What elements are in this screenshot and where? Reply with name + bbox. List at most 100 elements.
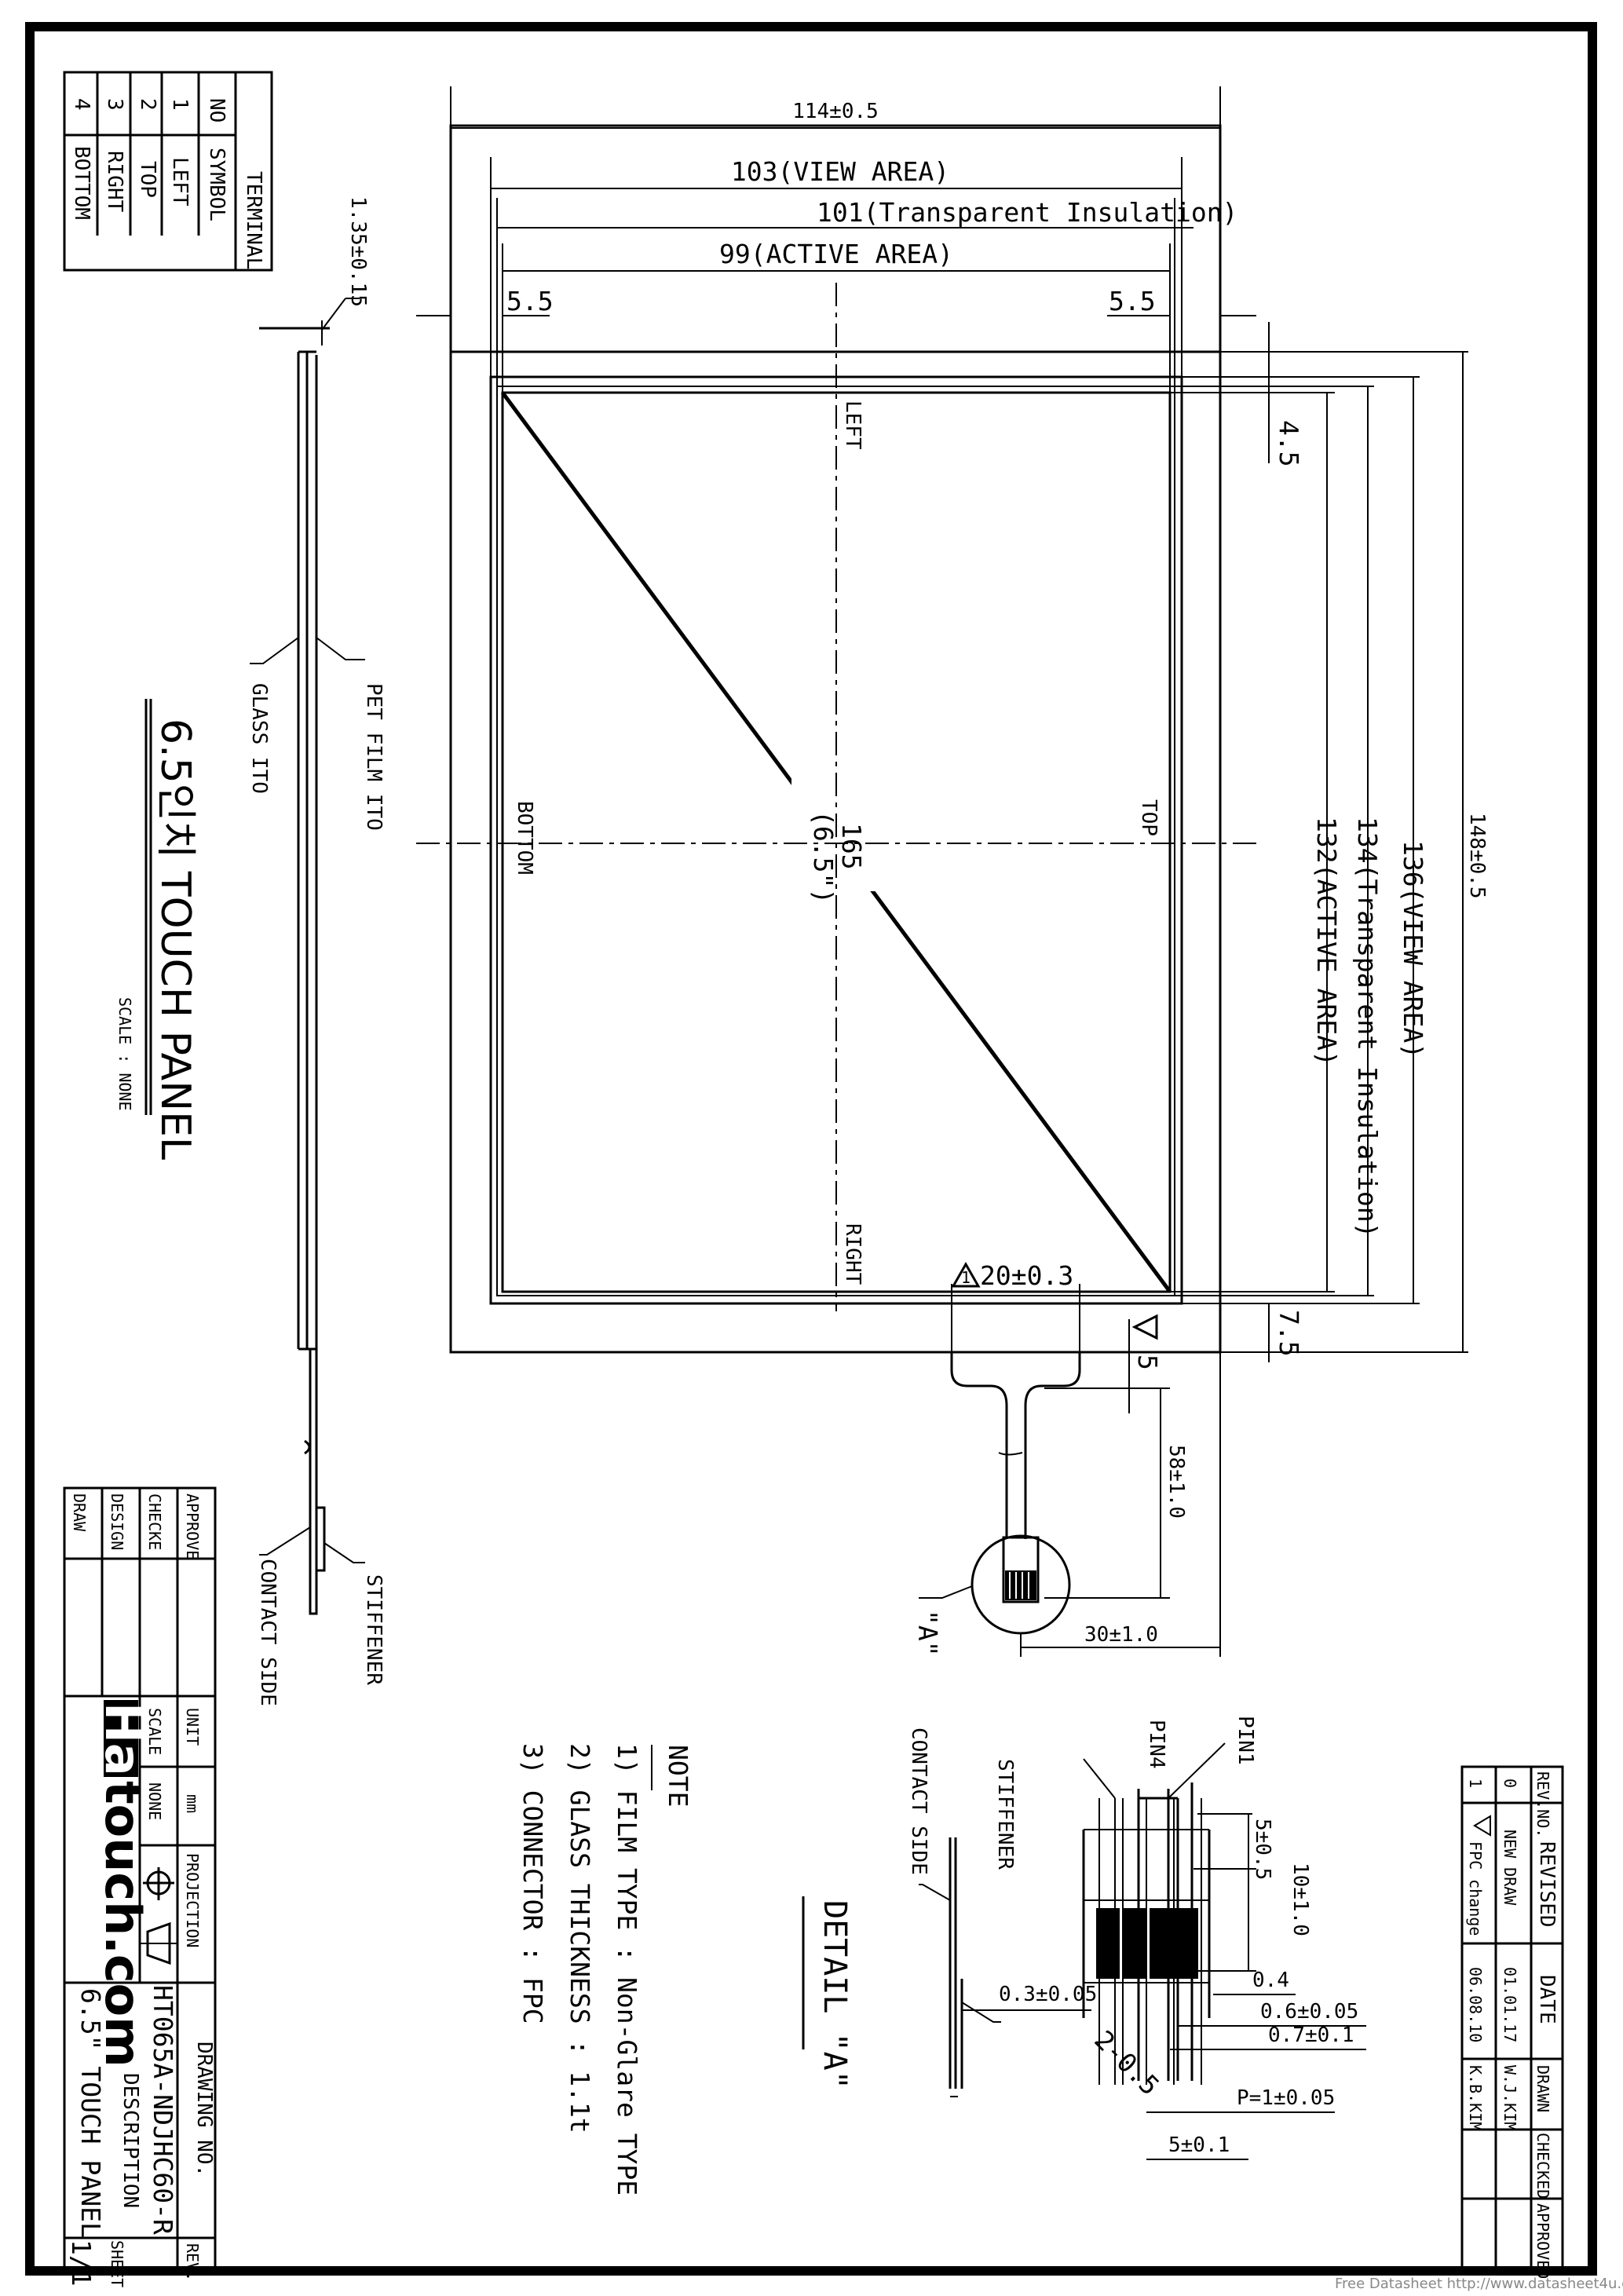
- detail-dim-07: 0.7±0.1: [1268, 2024, 1354, 2047]
- tb-rev-label: REV.: [183, 2243, 202, 2281]
- side-view: 1.35±0.15 PET FILM ITO GLASS ITO STIFFEN…: [247, 196, 386, 1706]
- orientation-top: TOP: [1137, 799, 1161, 836]
- dim-fpc-length: 58±1.0: [1164, 1445, 1188, 1519]
- dim-height-total: 148±0.5: [1465, 813, 1489, 899]
- drawing-frame: [25, 22, 1597, 2276]
- watermark: Free Datasheet http://www.datasheet4u.co…: [1335, 2276, 1623, 2292]
- terminal-header-symbol: SYMBOL: [205, 148, 228, 221]
- terminal-row-no: 4: [70, 98, 93, 111]
- dim-margin-right: 5.5: [1109, 286, 1156, 316]
- detail-contact-side-label: CONTACT SIDE: [907, 1727, 930, 1875]
- notes-item: 2) GLASS THICKNESS : 1.1t: [565, 1743, 595, 2133]
- drawing-title: 6.5인치 TOUCH PANEL: [152, 718, 199, 1160]
- terminal-row-symbol: RIGHT: [103, 151, 126, 213]
- terminal-row-no: 2: [136, 98, 159, 111]
- dim-margin-bottom: 7.5: [1274, 1310, 1304, 1357]
- dim-active-area-h: 132(ACTIVE AREA): [1311, 817, 1342, 1066]
- rev-header: DRAWN: [1533, 2065, 1552, 2112]
- title-scale: SCALE : NONE: [115, 997, 134, 1111]
- main-panel-view: 114±0.5 103(VIEW AREA) 101(Transparent I…: [416, 86, 1489, 1362]
- terminal-row-no: 3: [103, 98, 126, 111]
- tb-scale-value: NONE: [145, 1782, 164, 1820]
- rev-header: REVISED: [1535, 1841, 1559, 1928]
- terminal-row-symbol: LEFT: [168, 157, 192, 207]
- dim-diagonal: 165: [836, 823, 867, 870]
- detail-a: PIN1 PIN4 5±0.5 10±1.0 0.4 0.6±0.05 0.7±…: [802, 1716, 1366, 2160]
- logo-han-box: [104, 1700, 138, 1777]
- projection-icon: [140, 1867, 177, 1965]
- rev-header: APPROVED: [1533, 2203, 1552, 2279]
- rev-cell: FPC change: [1466, 1841, 1485, 1936]
- tb-checke: CHECKE: [145, 1493, 164, 1550]
- logo-touch: touch.com: [94, 1781, 152, 2067]
- rev-header: CHECKED: [1533, 2133, 1552, 2199]
- tb-sheet-label: SHEET: [108, 2240, 126, 2287]
- orientation-left: LEFT: [841, 400, 865, 450]
- tb-description-label: DESCRIPTION: [119, 2073, 142, 2208]
- orientation-bottom: BOTTOM: [513, 801, 536, 875]
- detail-dim-pitch: P=1±0.05: [1237, 2086, 1335, 2110]
- thickness-dim: 1.35±0.15: [346, 196, 370, 307]
- detail-dim-04: 0.4: [1252, 1969, 1289, 1992]
- rev-header: DATE: [1535, 1975, 1559, 2024]
- dim-fpc-offset: 30±1.0: [1084, 1623, 1158, 1647]
- dim-margin-left: 5.5: [506, 286, 554, 316]
- title-block: APPROVE CHECKE DESIGN DRAW UNIT SCALE mm…: [63, 1486, 217, 2287]
- detail-dim-10: 10±1.0: [1289, 1863, 1312, 1936]
- detail-stiffener-label: STIFFENER: [993, 1759, 1017, 1870]
- dim-margin-top: 4.5: [1274, 420, 1304, 467]
- revision-triangle-icon: [951, 1261, 981, 1288]
- dim-insulation-h: 134(Transparent Insulation): [1352, 817, 1383, 1238]
- terminal-title: TERMINAL: [242, 171, 265, 269]
- detail-pin1: PIN1: [1234, 1716, 1257, 1765]
- tb-drawing-no-label: DRAWING NO.: [192, 2042, 216, 2177]
- detail-title: DETAIL "A": [817, 1900, 853, 2089]
- rev-cell: NEW DRAW: [1501, 1830, 1519, 1906]
- terminal-row-symbol: BOTTOM: [70, 146, 93, 220]
- orientation-right: RIGHT: [841, 1223, 865, 1285]
- rev-cell: 1: [1466, 1779, 1485, 1788]
- terminal-table: TERMINAL NO SYMBOL 1 LEFT 2 TOP 3 RIGHT …: [63, 71, 273, 272]
- detail-dim-5-01: 5±0.1: [1168, 2133, 1230, 2157]
- revision-triangle-icon: [1131, 1314, 1158, 1340]
- notes-item: 3) CONNECTOR : FPC: [517, 1743, 548, 2024]
- terminal-row-no: 1: [168, 98, 192, 111]
- notes: NOTE 1) FILM TYPE : Non-Glare TYPE 2) GL…: [517, 1743, 693, 2195]
- tb-scale-label: SCALE: [145, 1708, 164, 1755]
- tb-draw: DRAW: [70, 1493, 89, 1532]
- revision-table: REV.NO. REVISED DATE DRAWN CHECKED APPRO…: [1460, 1765, 1564, 2279]
- tb-sheet: 1/1: [66, 2239, 97, 2287]
- tb-description: 6.5" TOUCH PANEL: [75, 1988, 106, 2238]
- contact-side-label: CONTACT SIDE: [256, 1559, 280, 1706]
- notes-item: 1) FILM TYPE : Non-Glare TYPE: [612, 1743, 642, 2195]
- tb-approve: APPROVE: [183, 1493, 202, 1559]
- detail-stiff-thickness: 0.3±0.05: [999, 1983, 1097, 2006]
- pet-film-label: PET FILM ITO: [362, 683, 386, 831]
- notes-title: NOTE: [663, 1745, 693, 1807]
- fpc-tail: "A" 1 20±0.3 5 58±1.0 30±1.0: [912, 1260, 1221, 1657]
- detail-pin4: PIN4: [1145, 1720, 1168, 1769]
- detail-corner: 2-0.5: [1088, 2024, 1165, 2101]
- dim-fpc-5: 5: [1132, 1355, 1163, 1370]
- rev-cell: 0: [1501, 1779, 1519, 1788]
- dim-diagonal-inch: (6.5"): [808, 810, 839, 904]
- glass-label: GLASS ITO: [247, 683, 271, 794]
- rev-cell: K.B.KIM: [1466, 2065, 1485, 2131]
- dim-fpc-width: 20±0.3: [980, 1260, 1073, 1291]
- stiffener-label: STIFFENER: [362, 1574, 386, 1685]
- detail-dim-5-05: 5±0.5: [1251, 1819, 1274, 1880]
- fpc-triangle-mark: 1: [961, 1268, 971, 1287]
- tb-unit-value: mm: [183, 1794, 202, 1813]
- revision-triangle-icon: [1473, 1815, 1491, 1837]
- dim-width-total: 114±0.5: [792, 100, 879, 123]
- rev-cell: 01.01.17: [1501, 1967, 1519, 2042]
- detail-a-marker: "A": [912, 1610, 943, 1657]
- terminal-header-no: NO: [205, 98, 228, 122]
- rev-cell: W.J.KIM: [1501, 2065, 1519, 2131]
- tb-design: DESIGN: [108, 1493, 126, 1550]
- dim-view-area-w: 103(VIEW AREA): [731, 156, 949, 187]
- logo-han: Han: [94, 1702, 152, 1811]
- tb-projection-label: PROJECTION: [183, 1853, 202, 1947]
- dim-view-area-h: 136(VIEW AREA): [1398, 840, 1428, 1058]
